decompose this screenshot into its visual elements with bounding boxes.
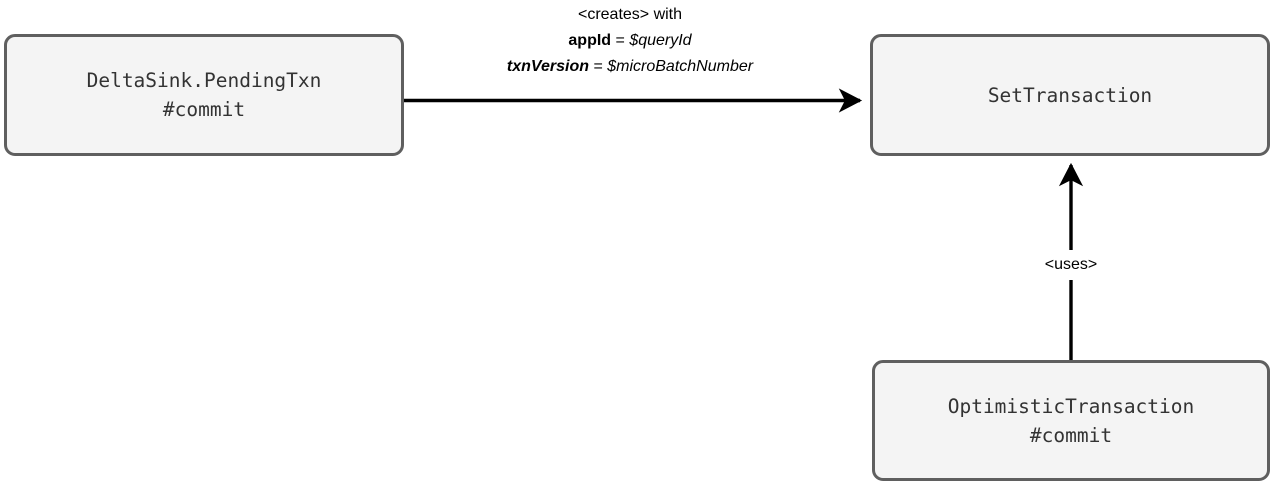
node-label: SetTransaction: [987, 83, 1153, 107]
node-optimistictransaction[interactable]: OptimisticTransaction #commit: [872, 360, 1270, 481]
edge-label-txnversion-value: $microBatchNumber: [607, 58, 754, 75]
node-deltasink-pendingtxn[interactable]: DeltaSink.PendingTxn #commit: [4, 34, 404, 156]
edge-label-creates-line3: txnVersion = $microBatchNumber: [397, 54, 863, 80]
edge-label-txnversion-eq: =: [589, 58, 608, 75]
node-label: DeltaSink.PendingTxn #commit: [86, 69, 322, 121]
edge-label-creates-line2: appId = $queryId: [397, 28, 863, 54]
edge-label-appid-key: appId: [568, 32, 612, 49]
edge-label-appid-value: $queryId: [629, 32, 692, 49]
edge-label-creates: <creates> with appId = $queryId txnVersi…: [397, 2, 863, 80]
edge-label-creates-line1: <creates> with: [577, 6, 683, 23]
edge-label-txnversion-key: txnVersion: [506, 58, 590, 75]
edge-label-appid-eq: =: [611, 32, 630, 49]
node-label: OptimisticTransaction #commit: [947, 394, 1195, 447]
node-settransaction[interactable]: SetTransaction: [870, 34, 1270, 156]
edge-label-uses: <uses>: [1011, 250, 1131, 280]
